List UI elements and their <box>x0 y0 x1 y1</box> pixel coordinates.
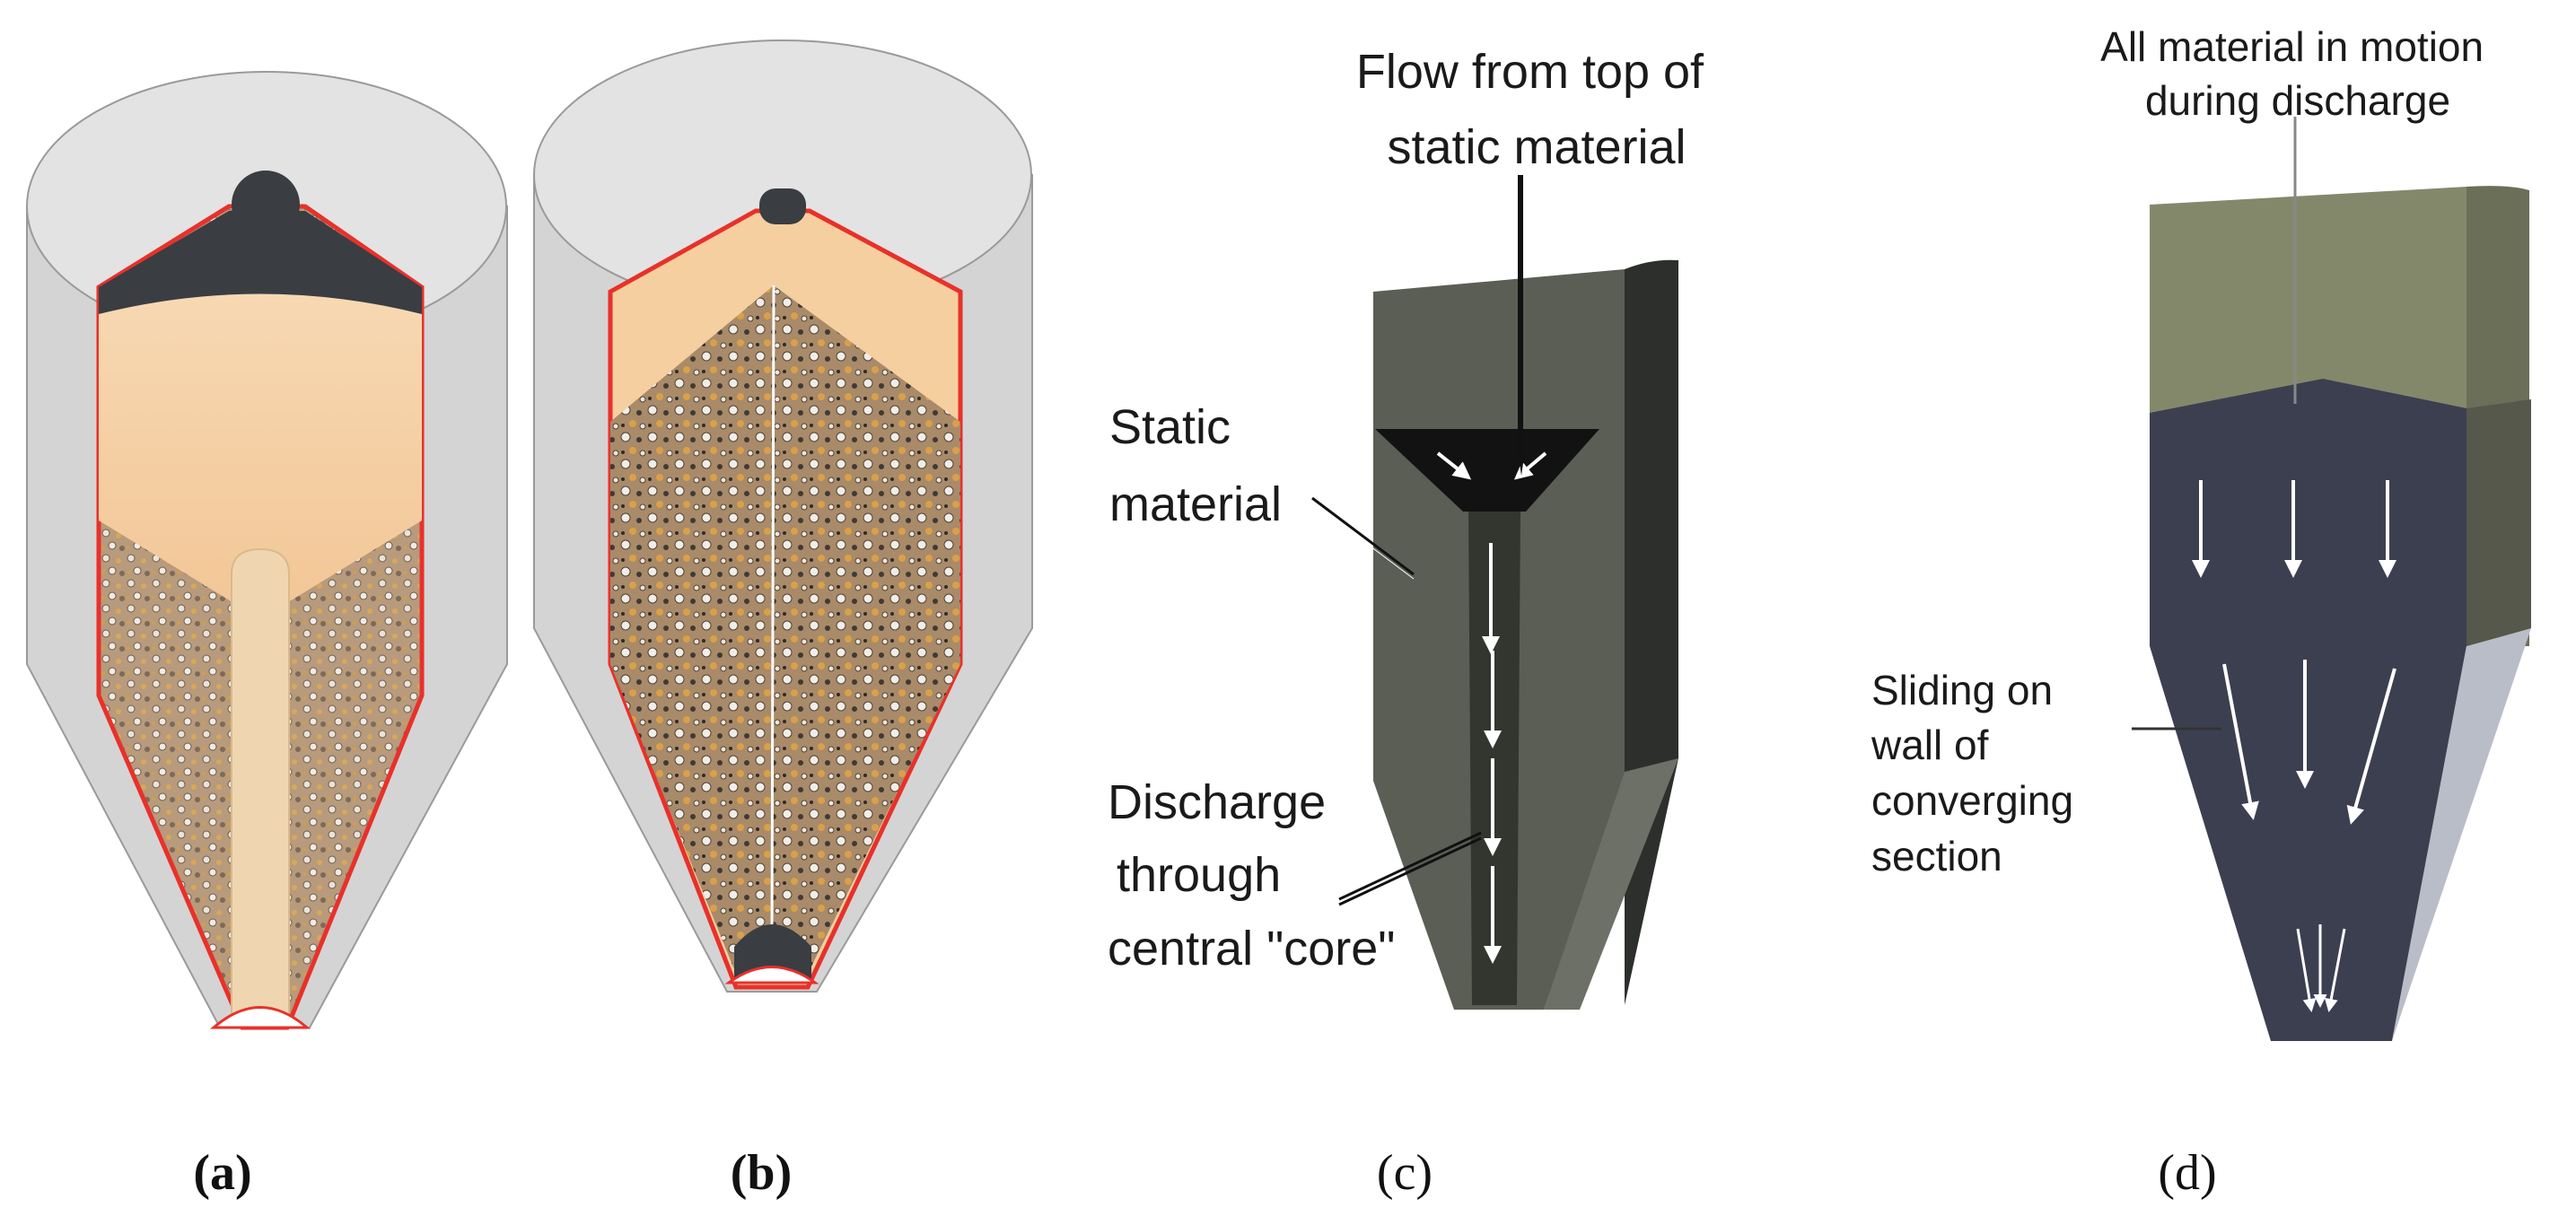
silo-d-drawing <box>2132 117 2531 1041</box>
caption-a: (a) <box>193 1145 251 1201</box>
panel-c: Flow from top of static material Static … <box>1108 45 1717 1201</box>
label-flow-from-top: Flow from top of static material <box>1356 45 1717 174</box>
caption-b: (b) <box>731 1145 792 1201</box>
label-sliding-wall: Sliding on wall of converging section <box>1871 667 2085 879</box>
label-all-material-motion: All material in motion during discharge <box>2100 23 2495 124</box>
caption-c: (c) <box>1377 1145 1433 1201</box>
silo-a-drawing <box>26 71 508 1030</box>
panel-a: (a) <box>26 71 508 1201</box>
silo-c-drawing <box>1311 175 1678 1010</box>
label-discharge-core: Discharge through central "core" <box>1108 775 1395 976</box>
panel-b: (b) <box>533 39 1033 1201</box>
label-static-material: Static material <box>1109 400 1282 531</box>
caption-d: (d) <box>2158 1145 2216 1201</box>
silo-b-drawing <box>533 39 1033 993</box>
panel-d: All material in motion during discharge … <box>1871 23 2531 1201</box>
